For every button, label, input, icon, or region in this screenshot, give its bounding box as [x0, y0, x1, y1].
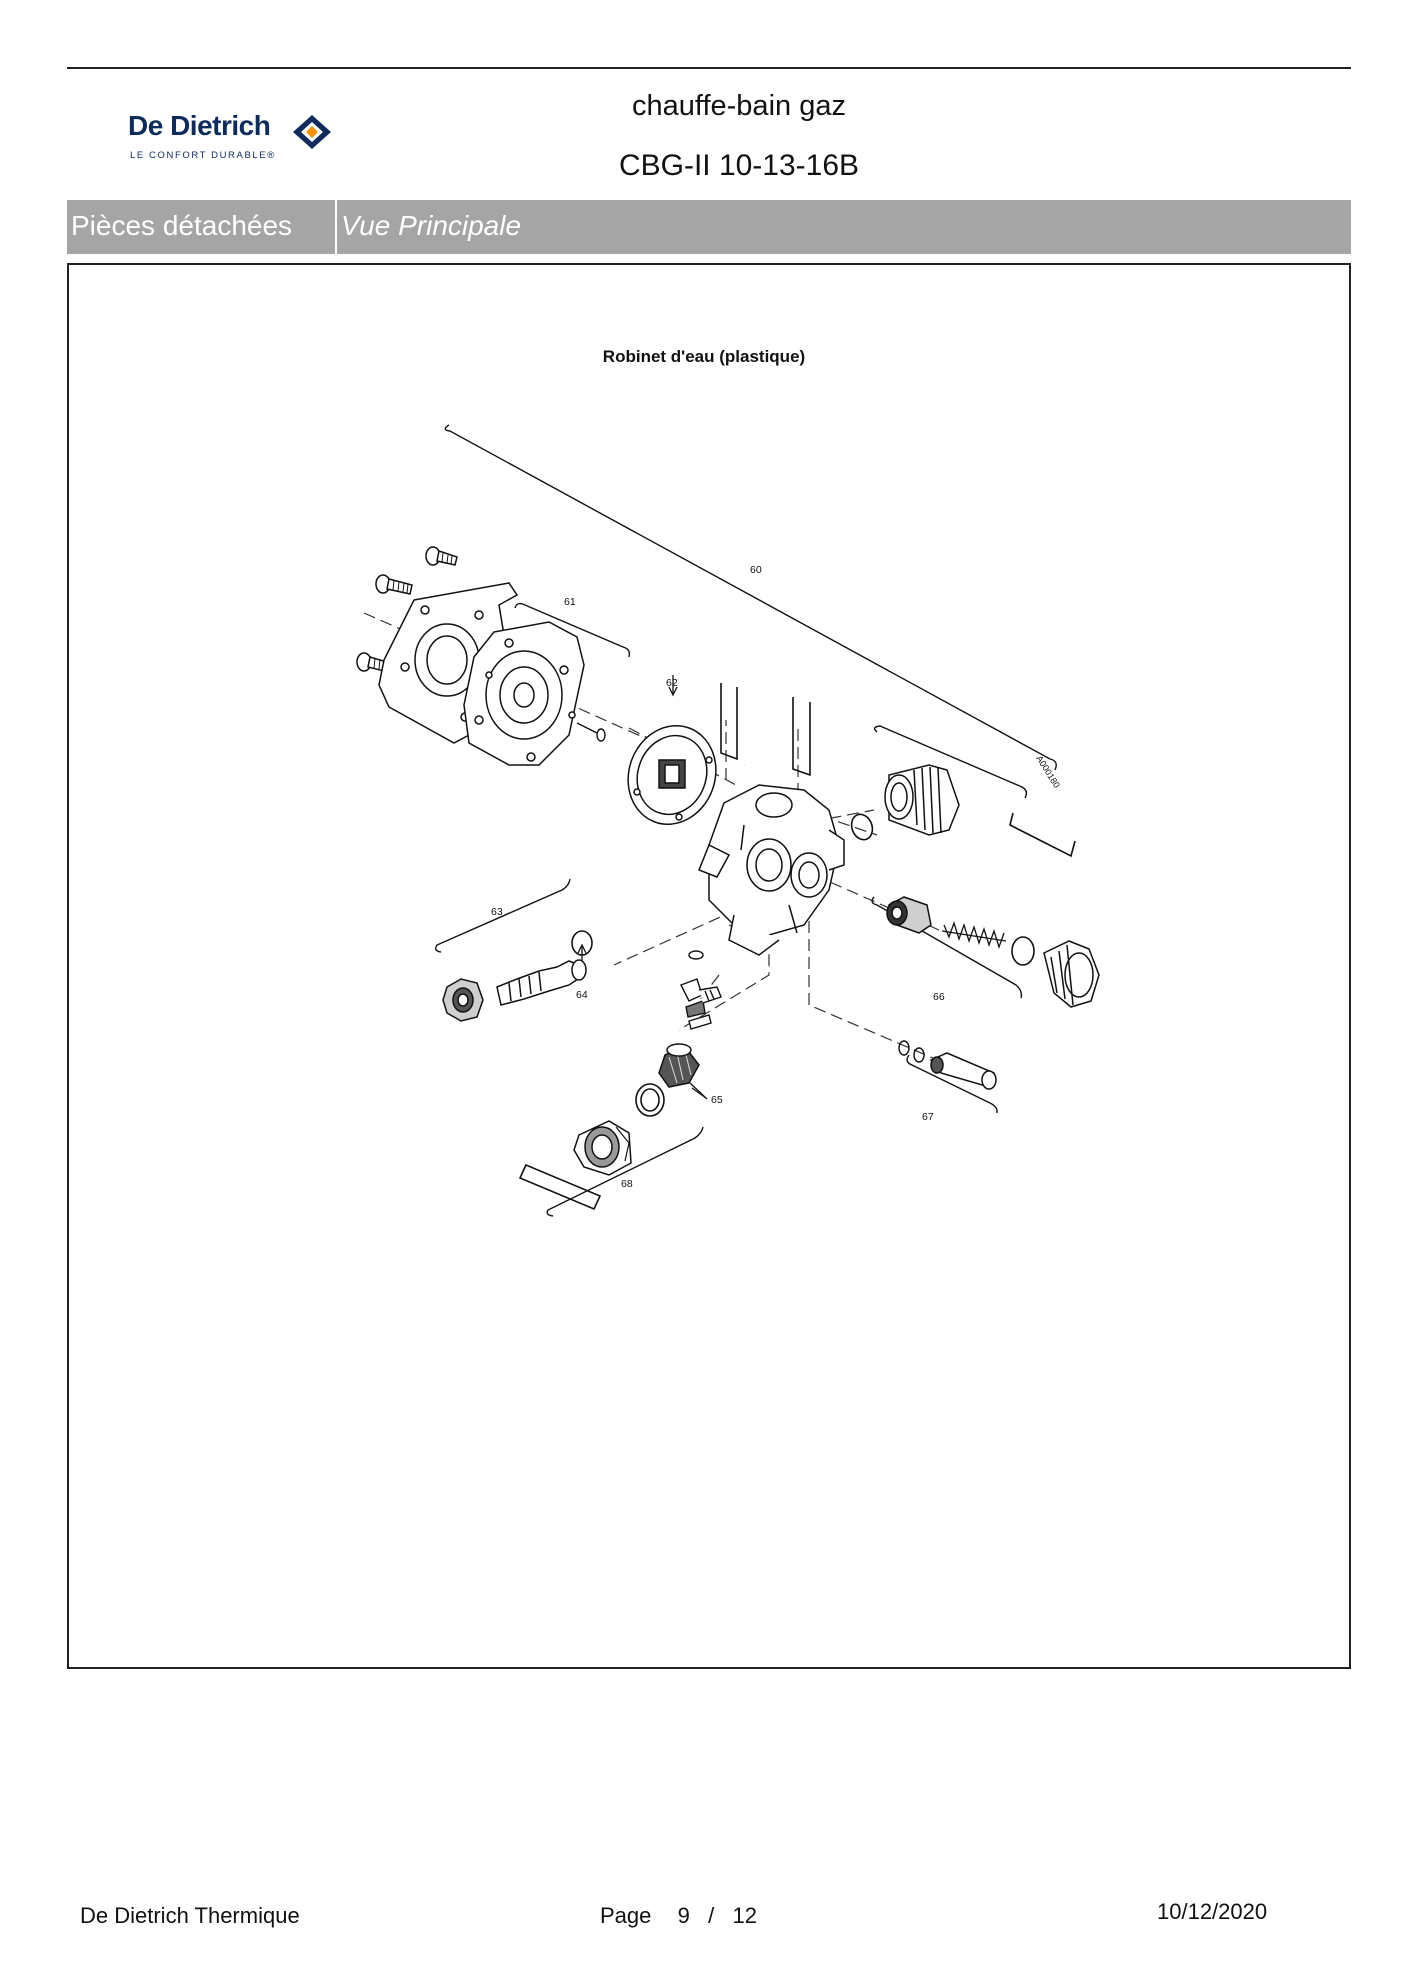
part-67-rings [898, 1040, 925, 1063]
bracket-61 [514, 602, 631, 658]
label-62: 62 [666, 677, 678, 689]
section-bar: Pièces détachées Vue Principale [67, 200, 1351, 254]
label-67: 67 [922, 1111, 934, 1123]
label-65: 65 [711, 1094, 723, 1106]
document-title: chauffe-bain gaz [632, 90, 846, 122]
bracket-68 [546, 1126, 704, 1217]
screw-top [425, 546, 458, 566]
part-68-cap [573, 1120, 632, 1176]
brand-name: De Dietrich [128, 110, 271, 141]
o-ring-upper [850, 813, 874, 841]
part-66-spring [941, 920, 1007, 950]
small-screw-parts [680, 950, 722, 1030]
u-clips [518, 683, 1076, 1211]
o-ring-66 [1011, 936, 1035, 966]
nut-63 [442, 978, 484, 1022]
footer-company: De Dietrich Thermique [80, 1903, 300, 1928]
part-62-diaphragm [627, 725, 717, 825]
bracket-upper-right [873, 725, 1028, 799]
diamond-logo-icon [293, 115, 331, 149]
footer-pagination: Page 9 / 12 [600, 1903, 757, 1929]
label-63: 63 [491, 906, 503, 918]
o-ring-68 [635, 1083, 665, 1117]
view-label: Vue Principale [341, 210, 522, 241]
brand-logo: De Dietrich LE CONFORT DURABLE® [128, 110, 368, 170]
threaded-connector [884, 764, 960, 836]
part-65-filter [658, 1043, 700, 1088]
page-separator: / [708, 1903, 715, 1928]
section-label: Pièces détachées [71, 210, 293, 241]
bracket-67 [906, 1054, 998, 1114]
o-ring-64 [571, 930, 593, 956]
exploded-parts-diagram: 60 61 62 63 64 65 66 67 68 A000180 [356, 424, 1100, 1217]
part-63-spindle [496, 959, 587, 1006]
header-rule [67, 67, 1351, 69]
label-66: 66 [933, 991, 945, 1003]
label-64: 64 [576, 989, 588, 1001]
footer-date: 10/12/2020 [1157, 1899, 1268, 1924]
drawing-frame: Robinet d'eau (plastique) [67, 263, 1351, 1669]
screw-middle [375, 574, 413, 595]
label-60: 60 [750, 564, 762, 576]
bracket-63 [434, 878, 571, 953]
label-68: 68 [621, 1178, 633, 1190]
page-label: Page [600, 1903, 652, 1928]
brand-tagline: LE CONFORT DURABLE® [130, 150, 276, 161]
valve-body [698, 784, 845, 956]
label-61: 61 [564, 596, 576, 608]
u-clip-4 [518, 1163, 602, 1211]
section-label-cell: Pièces détachées [67, 200, 337, 254]
part-66-piston [886, 896, 932, 934]
drawing-title: Robinet d'eau (plastique) [602, 347, 806, 366]
bracket-60 [444, 424, 1057, 771]
u-clip-2 [792, 697, 811, 777]
u-clip-3 [1009, 812, 1076, 858]
part-66-plug [1043, 940, 1100, 1008]
reference-code: A000180 [1034, 754, 1062, 790]
page-current: 9 [677, 1903, 690, 1928]
page-total: 12 [732, 1903, 757, 1928]
u-clip-1 [720, 683, 738, 761]
pin-part [576, 722, 606, 742]
part-61-housing [463, 621, 585, 766]
model-title: CBG-II 10-13-16B [618, 149, 860, 182]
part-67-pin [929, 1052, 997, 1090]
